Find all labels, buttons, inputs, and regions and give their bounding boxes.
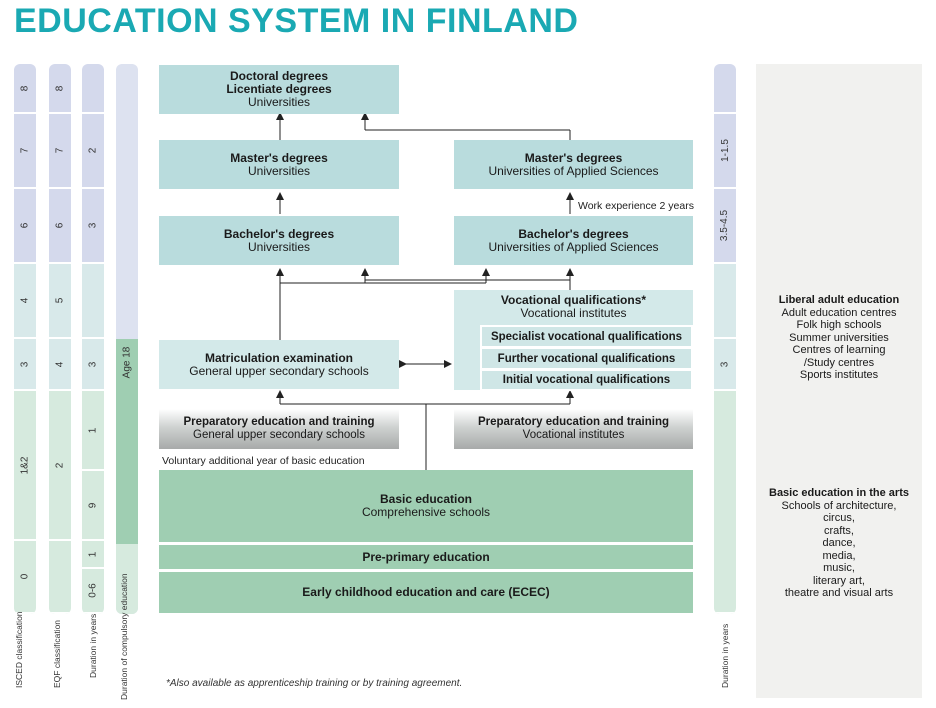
- isced-level: 8: [14, 64, 36, 114]
- duration-segment: 1-1.5: [714, 114, 736, 189]
- bachelors-uas-box: Bachelor's degrees Universities of Appli…: [454, 216, 693, 265]
- compulsory-age: Age 18: [116, 339, 138, 544]
- eqf-level: 5: [49, 264, 71, 339]
- basic-education-arts: Basic education in the arts Schools of a…: [769, 487, 909, 599]
- further-vocational-item: Further vocational qualifications: [480, 347, 693, 370]
- footnote: *Also available as apprenticeship traini…: [166, 678, 463, 689]
- side-panel: Liberal adult education Adult education …: [756, 64, 922, 698]
- initial-vocational-item: Initial vocational qualifications: [480, 369, 693, 391]
- masters-uas-box: Master's degrees Universities of Applied…: [454, 140, 693, 189]
- specialist-vocational-item: Specialist vocational qualifications: [480, 325, 693, 348]
- duration-column-left: 2 3 3 1 9 1 0-6: [82, 64, 104, 614]
- duration-segment: [714, 391, 736, 614]
- eqf-column: 8 7 6 5 4 2: [49, 64, 71, 614]
- duration-segment: 9: [82, 471, 104, 541]
- eqf-level: 2: [49, 391, 71, 541]
- eqf-level: [49, 541, 71, 614]
- duration-segment: 1: [82, 391, 104, 471]
- duration-segment: 0-6: [82, 569, 104, 614]
- eqf-level: 6: [49, 189, 71, 264]
- isced-level: 1&2: [14, 391, 36, 541]
- duration-label-right: Duration in years: [720, 623, 730, 688]
- isced-level: 7: [14, 114, 36, 189]
- duration-segment: [714, 264, 736, 339]
- isced-level: 6: [14, 189, 36, 264]
- page-title: EDUCATION SYSTEM IN FINLAND: [14, 2, 579, 40]
- matriculation-box: Matriculation examination General upper …: [159, 340, 399, 389]
- bachelors-universities-box: Bachelor's degrees Universities: [159, 216, 399, 265]
- duration-segment: 2: [82, 114, 104, 189]
- compulsory-lower: [116, 544, 138, 614]
- duration-segment: [82, 264, 104, 339]
- doctoral-degrees-box: Doctoral degrees Licentiate degrees Univ…: [159, 65, 399, 114]
- duration-column-right: 1-1.5 3.5-4.5 3: [714, 64, 736, 614]
- isced-column: 8 7 6 4 3 1&2 0: [14, 64, 36, 614]
- masters-universities-box: Master's degrees Universities: [159, 140, 399, 189]
- isced-level: 4: [14, 264, 36, 339]
- prep-general-box: Preparatory education and training Gener…: [159, 409, 399, 449]
- voluntary-year-label: Voluntary additional year of basic educa…: [162, 455, 365, 467]
- basic-education-box: Basic education Comprehensive schools: [159, 470, 693, 542]
- duration-segment: 3: [82, 189, 104, 264]
- eqf-level: 7: [49, 114, 71, 189]
- ecec-box: Early childhood education and care (ECEC…: [159, 572, 693, 613]
- duration-segment: 3.5-4.5: [714, 189, 736, 264]
- eqf-level: 4: [49, 339, 71, 391]
- duration-segment: [714, 64, 736, 114]
- preprimary-box: Pre-primary education: [159, 545, 693, 569]
- isced-level: 0: [14, 541, 36, 614]
- duration-segment: 3: [82, 339, 104, 391]
- duration-segment: 1: [82, 541, 104, 569]
- compulsory-column: Age 18: [116, 64, 138, 614]
- duration-segment: 3: [714, 339, 736, 391]
- prep-vocational-box: Preparatory education and training Vocat…: [454, 409, 693, 449]
- liberal-adult-education: Liberal adult education Adult education …: [778, 294, 900, 381]
- eqf-level: 8: [49, 64, 71, 114]
- work-experience-label: Work experience 2 years: [578, 200, 694, 212]
- duration-segment: [82, 64, 104, 114]
- isced-level: 3: [14, 339, 36, 391]
